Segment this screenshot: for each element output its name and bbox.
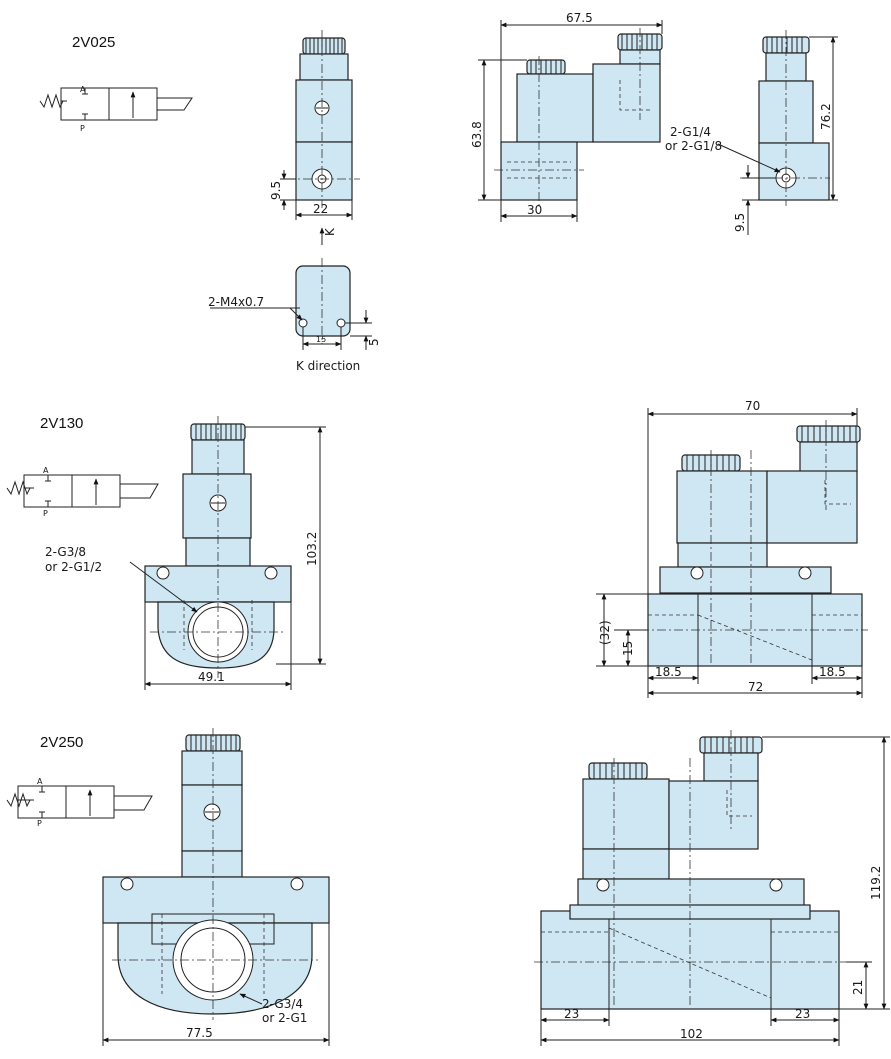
dim-base-2v130: 72: [748, 680, 763, 694]
dim-port-center-2v250: 21: [851, 980, 865, 995]
dim-end-height-2v025: 76.2: [819, 103, 833, 130]
dim-port-center-2v130: 15: [621, 641, 635, 656]
port-label-2-2v130: or 2-G1/2: [45, 560, 102, 574]
k-thread-label-2v025: 2-M4x0.7: [208, 295, 264, 309]
symbol-p-2v250: P: [37, 819, 42, 828]
valve-symbol-2v130: A P: [6, 466, 159, 518]
dim-k-offset-2v025: 5: [367, 338, 381, 346]
dim-side-height-2v025: 63.8: [470, 121, 484, 148]
model-title-2v250: 2V250: [40, 734, 83, 751]
symbol-p-2v025: P: [80, 124, 85, 133]
port-label-1-2v130: 2-G3/8: [45, 545, 86, 559]
dim-width-2v250: 77.5: [186, 1026, 213, 1040]
port-label-1-2v250: 2-G3/4: [262, 997, 303, 1011]
dim-right-port-2v250: 23: [795, 1007, 810, 1021]
symbol-a-2v130: A: [43, 466, 49, 475]
symbol-a-2v250: A: [37, 777, 43, 786]
dim-k-spacing-2v025: 15: [316, 335, 326, 344]
k-direction-view-2v025: 15 5 2-M4x0.7 K direction: [208, 258, 381, 373]
dim-front-height-2v025: 9.5: [269, 181, 283, 200]
section-2v250: 2V250 A P: [6, 728, 890, 1046]
model-title-2v025: 2V025: [72, 34, 115, 51]
dim-port-outer-2v130: (32): [598, 620, 612, 645]
section-2v130: 2V130 A P: [6, 399, 868, 698]
front-view-2v130: 49.1 103.2 2-G3/8 or 2-G1/2: [45, 416, 326, 690]
dim-side-width-2v025: 67.5: [566, 11, 593, 25]
k-arrow-label-2v025: K: [323, 227, 337, 236]
port-label-2-2v025: or 2-G1/8: [665, 139, 722, 153]
front-view-2v025: 22 9.5 K: [269, 30, 360, 245]
valve-symbol-2v250: A P: [6, 777, 153, 828]
dim-left-port-2v130: 18.5: [655, 665, 682, 679]
dim-side-width-2v130: 70: [745, 399, 760, 413]
dim-front-width-2v025: 22: [313, 202, 328, 216]
dim-side-base-2v025: 30: [527, 203, 542, 217]
side-view-2v130: 70 (32) 15 18.5 18.5 72: [596, 399, 868, 698]
k-direction-label-2v025: K direction: [296, 359, 360, 373]
dim-right-port-2v130: 18.5: [819, 665, 846, 679]
model-title-2v130: 2V130: [40, 415, 83, 432]
dim-left-port-2v250: 23: [564, 1007, 579, 1021]
section-2v025: 2V025 A P: [39, 11, 838, 373]
dim-width-2v130: 49.1: [198, 670, 225, 684]
dim-base-2v250: 102: [680, 1027, 703, 1041]
port-label-1-2v025: 2-G1/4: [670, 125, 711, 139]
side-view-2v025: 67.5 63.8 30: [470, 11, 663, 222]
end-view-2v025: 76.2 9.5 2-G1/4 or 2-G1/8: [665, 30, 838, 235]
dim-height-2v250: 119.2: [869, 866, 883, 900]
symbol-p-2v130: P: [43, 509, 48, 518]
symbol-a-2v025: A: [80, 85, 86, 94]
dim-height-2v130: 103.2: [305, 532, 319, 566]
valve-symbol-2v025: A P: [39, 85, 193, 133]
side-view-2v250: 119.2 21 23 23 102: [534, 730, 890, 1046]
port-label-2-2v250: or 2-G1: [262, 1011, 307, 1025]
front-view-2v250: 77.5 2-G3/4 or 2-G1: [102, 728, 330, 1046]
dim-end-port-2v025: 9.5: [733, 213, 747, 232]
